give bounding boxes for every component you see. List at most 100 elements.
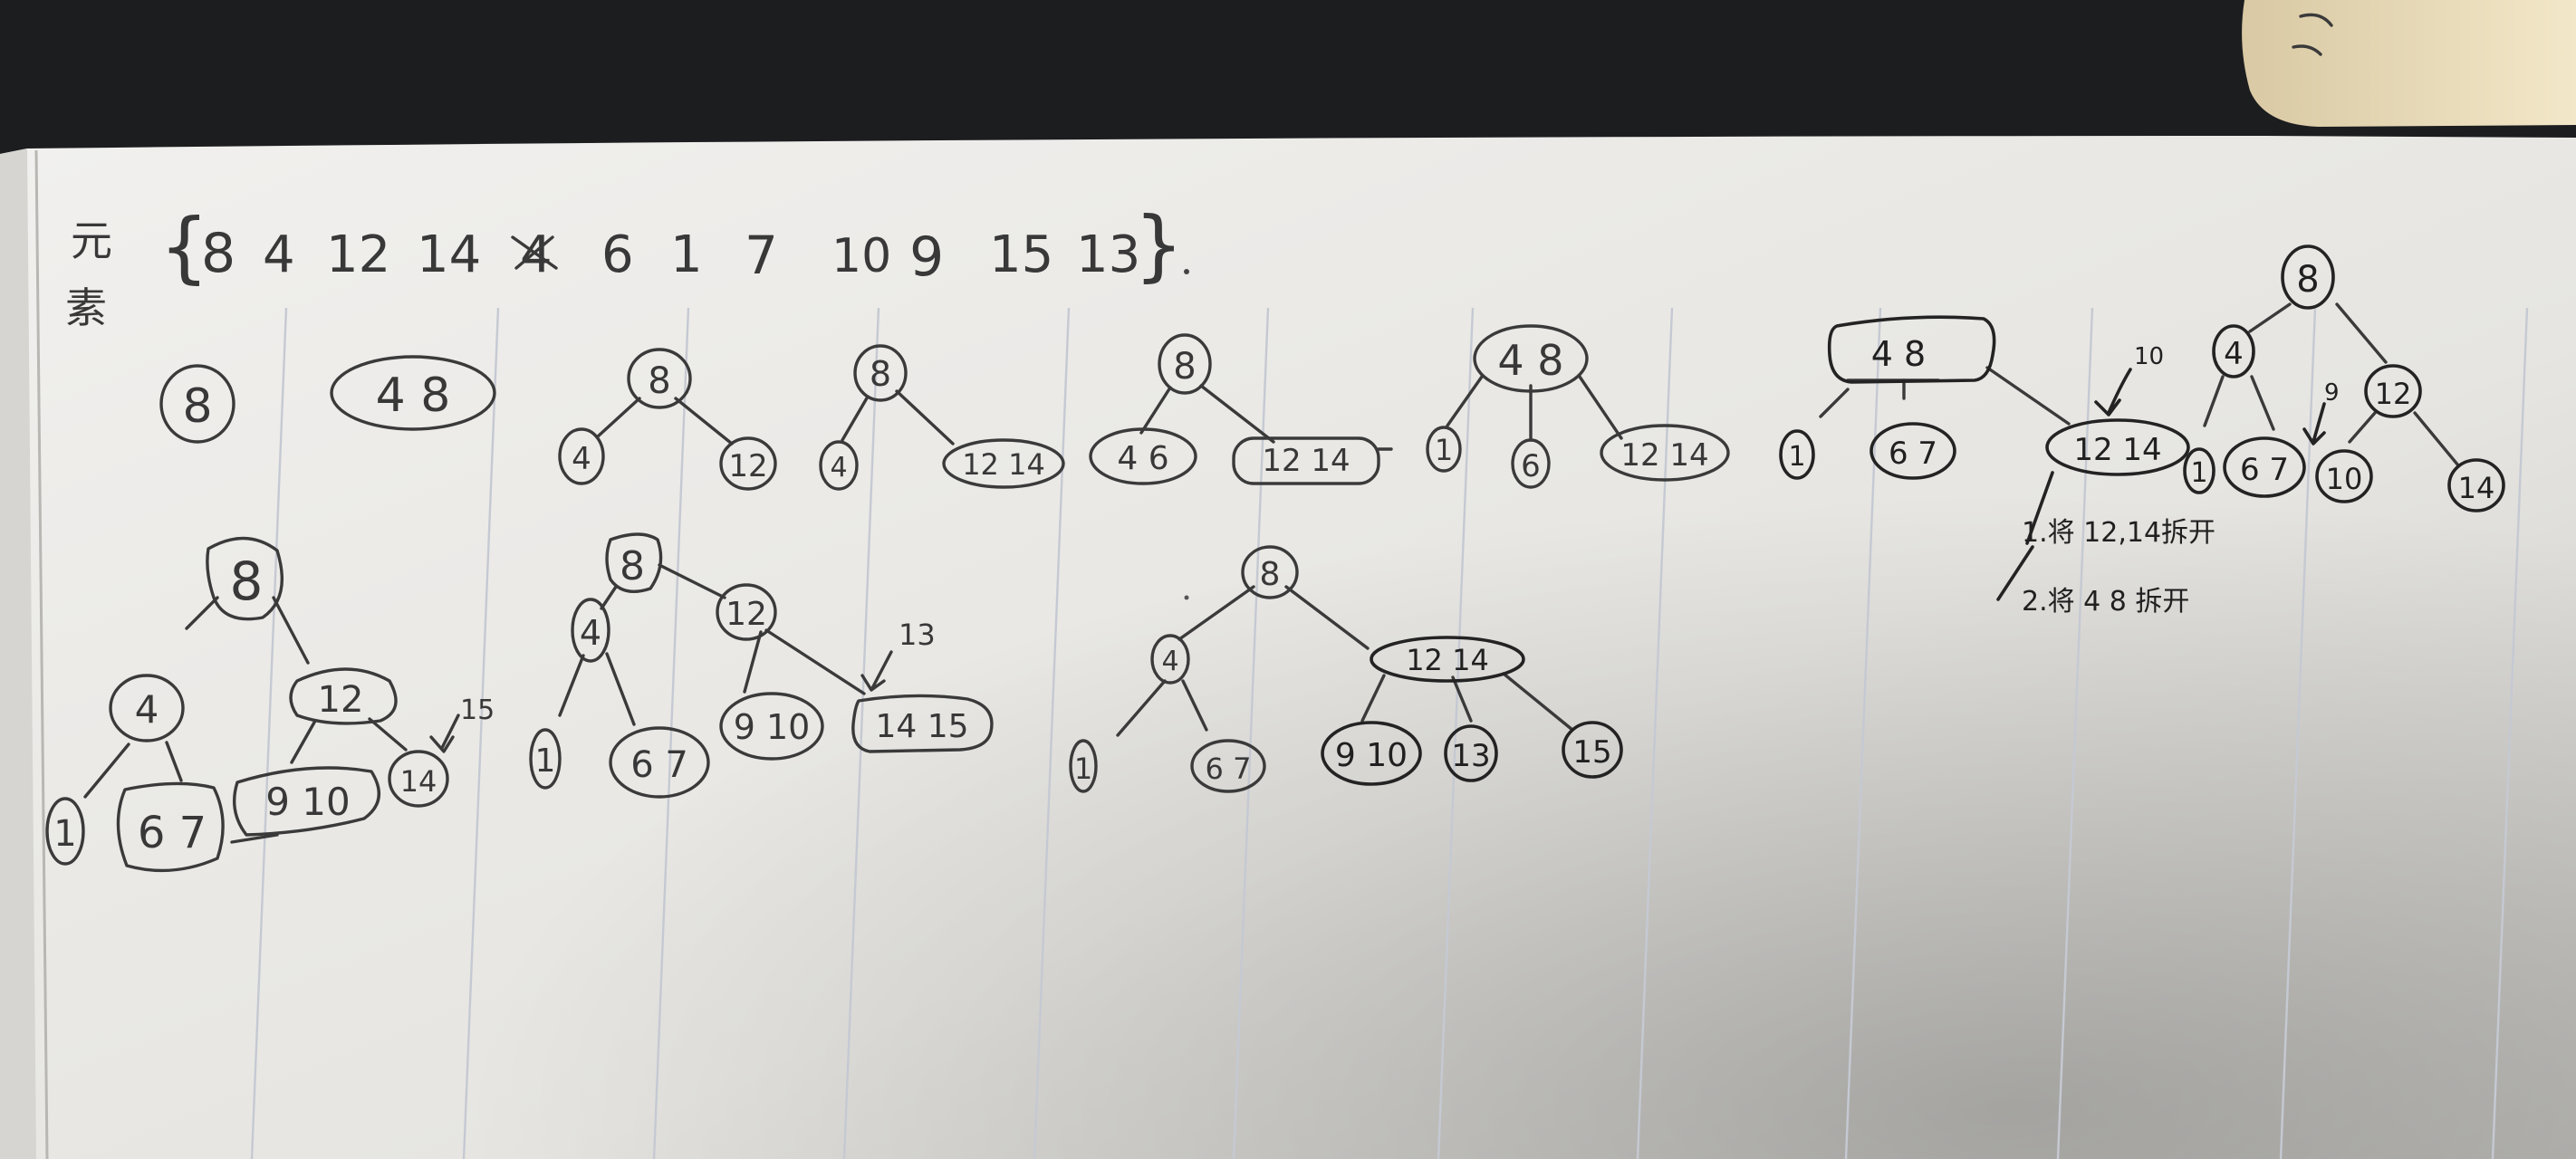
insert-arrow <box>2094 368 2132 417</box>
insert-label: 13 <box>899 618 936 652</box>
sequence-item: 13 <box>1076 225 1140 284</box>
ruled-line <box>2279 307 2317 1159</box>
tree-node <box>206 536 284 621</box>
tree-node-label: 15 <box>1572 734 1611 771</box>
tree-node-label: 4 8 <box>1871 334 1926 374</box>
tree-node <box>2364 364 2422 418</box>
tree-node <box>2281 244 2335 310</box>
tree-node-label: 4 <box>580 613 601 653</box>
tree-node-label: 8 <box>1260 556 1281 593</box>
tree-node <box>1870 422 1956 480</box>
note-line-1: 1.将 12,14拆开 <box>2022 517 2216 549</box>
tree-node-label: 4 <box>830 452 847 484</box>
ruled-line <box>842 307 880 1159</box>
tree-node-label: 1 <box>535 742 556 780</box>
ruled-line <box>1232 307 1270 1159</box>
sequence-item: 15 <box>989 225 1053 284</box>
tree-node-label: 12 <box>728 448 767 484</box>
tree-node <box>1444 724 1498 782</box>
tree-node-label: 4 <box>2224 336 2244 372</box>
notes: 1.将 12,14拆开 2.将 4 8 拆开 <box>2022 517 2216 618</box>
insert-label: 10 <box>2134 343 2164 370</box>
tree-node-label: 6 7 <box>630 744 688 786</box>
sequence-header: 元 素 { } 8 4 12 14 4 6 1 7 10 9 15 13 <box>65 200 1189 332</box>
sequence-item: 1 <box>670 225 703 284</box>
tree-node <box>330 355 496 431</box>
tree-node-label: 6 7 <box>138 808 207 858</box>
tree-node-label: 4 <box>135 687 159 732</box>
tree-node <box>1089 427 1197 485</box>
step-5-tree: 8 4 6 12 14 <box>1089 333 1393 485</box>
insert-arrow <box>860 650 893 692</box>
step-8-tree: 8 4 12 1 6 7 10 14 9 <box>2183 244 2505 512</box>
tree-node-label: 4 <box>1161 646 1178 677</box>
tree-node <box>1511 438 1551 489</box>
tree-node <box>1150 634 1190 685</box>
tree-node <box>716 583 777 641</box>
corner-object <box>2242 0 2576 127</box>
step-4-tree: 8 4 12 14 <box>819 344 1065 491</box>
tree-node-label: 6 7 <box>1889 436 1937 472</box>
step-10-tree: 8 4 12 1 6 7 9 10 14 15 13 <box>529 532 994 799</box>
tree-node-label: 10 <box>2326 462 2363 496</box>
sequence-item: 8 <box>201 222 235 285</box>
sequence-item: 6 <box>601 225 634 284</box>
sequence-close-brace: } <box>1134 200 1184 291</box>
sequence-item: 14 <box>417 225 481 284</box>
tree-node <box>819 440 859 491</box>
tree-node-label: 13 <box>1451 738 1490 774</box>
tree-node-label: 14 15 <box>875 708 968 745</box>
tree-node <box>2212 324 2255 378</box>
tree-node <box>1321 721 1422 786</box>
tree-node <box>719 692 824 761</box>
sequence-label-char-2: 素 <box>65 283 107 332</box>
tree-node <box>2183 447 2216 494</box>
sequence-item: 9 <box>909 225 944 289</box>
tree-node-label: 8 <box>2296 259 2319 301</box>
step-2-tree: 4 8 <box>330 355 496 431</box>
tree-node <box>388 750 449 808</box>
tree-node-label: 4 <box>572 441 591 477</box>
sequence-open-brace: { <box>159 202 209 292</box>
note-line-2: 2.将 4 8 拆开 <box>2022 586 2189 618</box>
tree-node-label: 4 8 <box>1497 336 1563 385</box>
tree-node-label: 12 14 <box>2073 432 2161 468</box>
tree-node <box>1827 315 1996 384</box>
ruled-line <box>1636 307 1674 1159</box>
tree-node <box>2447 458 2505 512</box>
tree-node <box>1370 636 1525 683</box>
tree-node <box>558 427 605 485</box>
tree-node <box>1232 436 1380 485</box>
tree-node-label: 6 7 <box>1206 752 1252 786</box>
tree-node-label: 12 14 <box>1406 643 1489 677</box>
insert-label: 9 <box>2324 379 2340 407</box>
tree-node-label: 14 <box>400 764 437 799</box>
tree-node <box>1069 739 1098 793</box>
insert-arrow <box>2302 402 2326 445</box>
tree-node <box>605 532 663 593</box>
tree-node-label: 1 <box>53 813 76 855</box>
tree-node-label: 12 14 <box>1262 443 1350 479</box>
ruled-line <box>652 307 690 1159</box>
tree-node <box>1158 333 1212 395</box>
tree-node-label: 4 6 <box>1117 440 1168 477</box>
sequence-item: 4 <box>263 225 295 284</box>
step-11-tree: 8 4 12 14 1 6 7 9 10 13 15 <box>1069 545 1623 793</box>
tree-node-label: 6 <box>1521 448 1541 484</box>
step-1-tree: 8 <box>159 364 235 444</box>
tree-node <box>1473 324 1589 393</box>
tree-node <box>1190 739 1266 793</box>
tree-node <box>116 781 225 873</box>
tree-node-label: 8 <box>870 354 891 394</box>
tree-node <box>529 728 562 790</box>
tree-node-label: 8 <box>182 379 212 434</box>
tree-node <box>719 436 777 491</box>
tree-node-label: 12 <box>2375 377 2412 411</box>
tree-node-label: 12 14 <box>962 447 1045 482</box>
sequence-item: 12 <box>326 225 390 284</box>
tree-node <box>45 797 85 866</box>
tree-node <box>853 344 908 402</box>
tree-node-label: 8 <box>230 551 264 612</box>
tree-node-label: 1 <box>1435 433 1453 467</box>
